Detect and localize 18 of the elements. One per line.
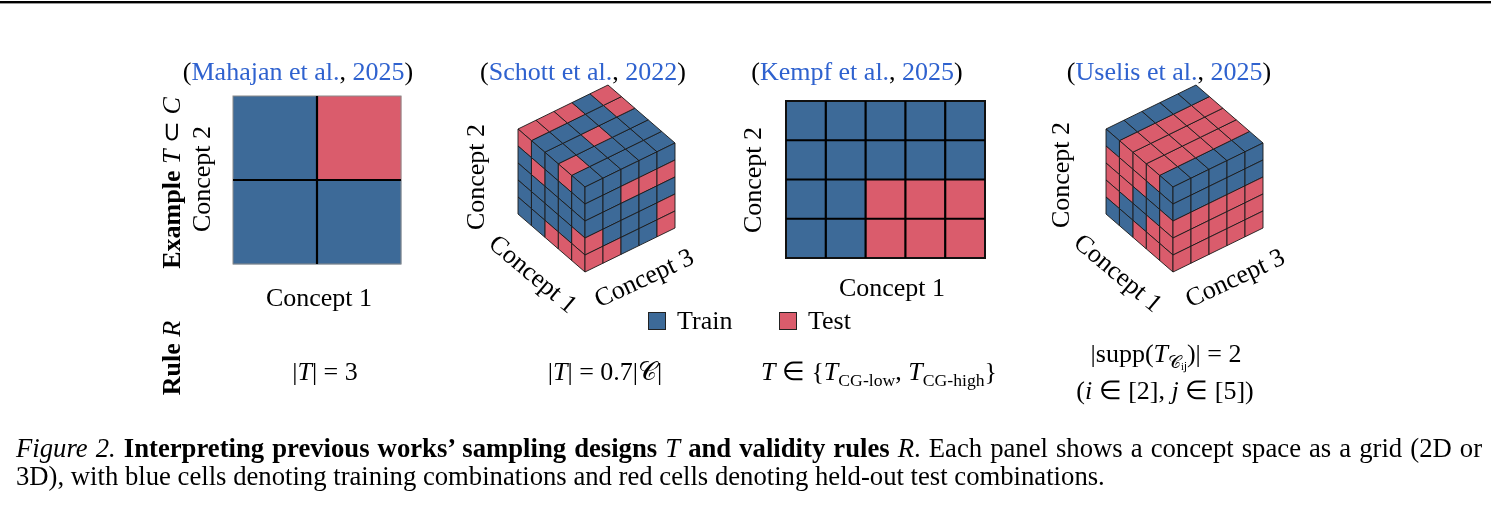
- axis-label: Concept 2: [187, 125, 217, 233]
- axis-label: Concept 2: [1046, 121, 1076, 229]
- figure-caption: Figure 2. Interpreting previous works’ sampling designs T and validity rules R. Each panel shows a concept space as a grid (2D or 3D), with blue cells denoting training combinations and red cells denoting held-out test combinations.: [16, 434, 1482, 490]
- citation-text: (Schott et al., 2022): [480, 57, 686, 87]
- axis-label: Concept 1: [838, 273, 946, 303]
- citation-text: (Uselis et al., 2025): [1066, 57, 1272, 87]
- row-header: Example T ⊂ C: [157, 97, 187, 269]
- legend-label: Test: [808, 306, 851, 336]
- rule-formula: |T| = 3: [292, 357, 358, 387]
- legend-label: Train: [677, 306, 733, 336]
- axis-label: Concept 1: [265, 283, 373, 313]
- axis-label: Concept 2: [738, 126, 768, 234]
- rule-formula: |T| = 0.7|𝒞|: [547, 357, 663, 387]
- citation-text: (Kempf et al., 2025): [751, 57, 963, 87]
- citation-text: (Mahajan et al., 2025): [182, 57, 414, 87]
- axis-label: Concept 2: [461, 123, 491, 231]
- rule-formula: (i ∈ [2], j ∈ [5]): [1076, 376, 1254, 406]
- row-header: Rule R: [157, 320, 187, 396]
